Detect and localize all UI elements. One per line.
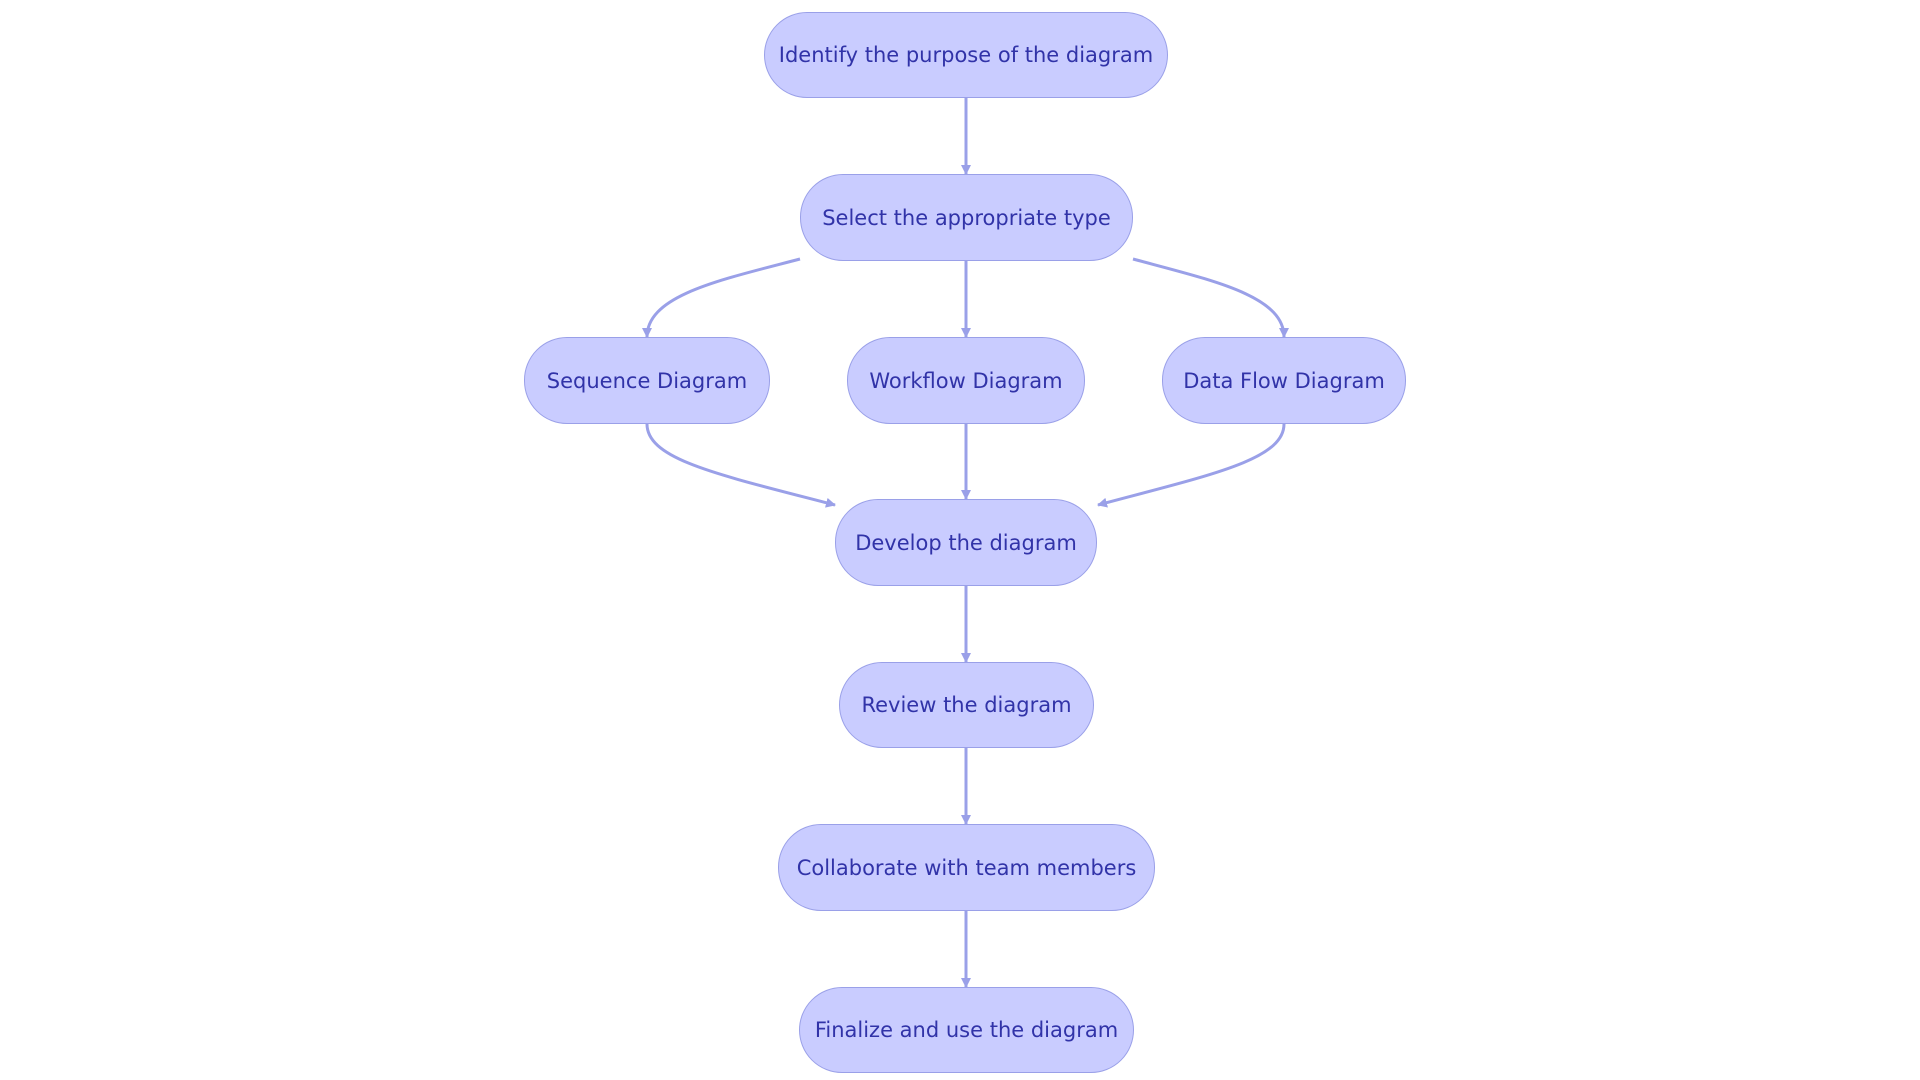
edge-sequence-to-develop bbox=[645, 423, 836, 508]
node-workflow-diagram-label: Workflow Diagram bbox=[869, 368, 1063, 393]
node-data-flow-diagram-label: Data Flow Diagram bbox=[1183, 368, 1385, 393]
node-collaborate-team-label: Collaborate with team members bbox=[796, 855, 1137, 880]
node-sequence-diagram-label: Sequence Diagram bbox=[546, 368, 748, 393]
node-sequence-diagram[interactable]: Sequence Diagram bbox=[524, 337, 770, 424]
node-identify-purpose[interactable]: Identify the purpose of the diagram bbox=[764, 12, 1168, 98]
node-select-type-label: Select the appropriate type bbox=[822, 205, 1111, 230]
node-finalize-use[interactable]: Finalize and use the diagram bbox=[799, 987, 1134, 1073]
node-develop-diagram[interactable]: Develop the diagram bbox=[835, 499, 1097, 586]
node-data-flow-diagram[interactable]: Data Flow Diagram bbox=[1162, 337, 1406, 424]
edge-select-to-dataflow bbox=[1132, 257, 1289, 338]
node-workflow-diagram[interactable]: Workflow Diagram bbox=[847, 337, 1085, 424]
edge-dataflow-to-develop bbox=[1097, 423, 1286, 508]
node-review-diagram-label: Review the diagram bbox=[861, 693, 1072, 717]
node-collaborate-team[interactable]: Collaborate with team members bbox=[778, 824, 1155, 911]
node-select-type[interactable]: Select the appropriate type bbox=[800, 174, 1133, 261]
node-identify-purpose-label: Identify the purpose of the diagram bbox=[778, 43, 1154, 67]
edge-select-to-sequence bbox=[642, 257, 801, 338]
node-review-diagram[interactable]: Review the diagram bbox=[839, 662, 1094, 748]
node-develop-diagram-label: Develop the diagram bbox=[855, 530, 1077, 555]
node-finalize-use-label: Finalize and use the diagram bbox=[814, 1018, 1119, 1042]
